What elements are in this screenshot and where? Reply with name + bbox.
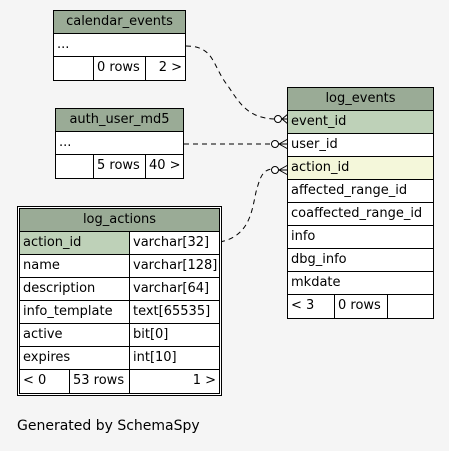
table-stats-row: < 0 53 rows 1 > [20, 370, 219, 393]
table-title: log_events [288, 88, 433, 111]
stats-parents: 1 > [192, 373, 216, 388]
column-user-id: user_id [288, 134, 433, 157]
column-affected-range-id: affected_range_id [288, 180, 433, 203]
table-stats-row: 0 rows 2 > [54, 57, 185, 80]
column-type: text[65535] [133, 304, 211, 319]
crow-foot-user-id [278, 138, 289, 150]
column-description: description varchar[64] [20, 278, 219, 301]
stats-children [54, 57, 94, 80]
column-name: expires [20, 347, 130, 369]
table-log-actions[interactable]: log_actions action_id varchar[32] name v… [17, 206, 222, 396]
column-type: bit[0] [133, 327, 169, 342]
table-stats-row: 5 rows 40 > [56, 155, 183, 178]
column-name: coaffected_range_id [291, 206, 423, 221]
column-name: name varchar[128] [20, 255, 219, 278]
stats-parents: 2 > [158, 60, 182, 75]
table-calendar-events[interactable]: calendar_events ... 0 rows 2 > [53, 10, 186, 81]
table-title: calendar_events [54, 11, 185, 34]
column-name: mkdate [291, 275, 341, 290]
column-type: varchar[64] [133, 281, 210, 296]
stats-parents: 40 > [149, 158, 181, 173]
columns-ellipsis: ... [59, 135, 72, 150]
column-expires: expires int[10] [20, 347, 219, 370]
crow-circle-action-id [271, 166, 279, 174]
stats-children: < 0 [20, 370, 70, 393]
column-name: name [20, 255, 130, 277]
column-type: varchar[32] [133, 235, 210, 250]
column-name: dbg_info [291, 252, 347, 267]
stats-rows: 0 rows [335, 295, 388, 318]
column-coaffected-range-id: coaffected_range_id [288, 203, 433, 226]
column-action-id: action_id varchar[32] [20, 232, 219, 255]
stats-parents [388, 295, 433, 318]
column-name: description [20, 278, 130, 300]
column-dbg-info: dbg_info [288, 249, 433, 272]
stats-rows: 5 rows [94, 155, 146, 178]
column-name: active [20, 324, 130, 346]
stats-rows: 53 rows [70, 370, 130, 393]
generated-by-text: Generated by SchemaSpy [17, 418, 200, 434]
column-name: action_id [20, 232, 130, 254]
column-name: event_id [291, 114, 347, 129]
column-mkdate: mkdate [288, 272, 433, 295]
stats-children: < 3 [288, 295, 335, 318]
column-name: affected_range_id [291, 183, 408, 198]
table-stats-row: < 3 0 rows [288, 295, 433, 318]
column-type: int[10] [133, 350, 177, 365]
table-auth-user-md5[interactable]: auth_user_md5 ... 5 rows 40 > [55, 108, 184, 179]
stats-rows: 0 rows [94, 57, 146, 80]
link-log-actions-to-log-events [219, 168, 273, 243]
column-active: active bit[0] [20, 324, 219, 347]
columns-ellipsis: ... [57, 37, 70, 52]
table-title: auth_user_md5 [56, 109, 183, 132]
table-row: ... [56, 132, 183, 155]
crow-circle-event-id [274, 115, 282, 123]
column-name: info [291, 229, 316, 244]
column-name: action_id [291, 160, 350, 175]
crow-circle-user-id [271, 140, 279, 148]
column-info-template: info_template text[65535] [20, 301, 219, 324]
column-info: info [288, 226, 433, 249]
column-type: varchar[128] [133, 258, 218, 273]
column-action-id: action_id [288, 157, 433, 180]
column-name: info_template [20, 301, 130, 323]
table-title: log_actions [20, 209, 219, 232]
table-row: ... [54, 34, 185, 57]
link-calendar-events-to-log-events [185, 45, 276, 120]
stats-children [56, 155, 94, 178]
column-name: user_id [291, 137, 338, 152]
crow-foot-action-id [278, 164, 289, 176]
column-event-id: event_id [288, 111, 433, 134]
table-log-events[interactable]: log_events event_id user_id action_id af… [287, 87, 434, 319]
